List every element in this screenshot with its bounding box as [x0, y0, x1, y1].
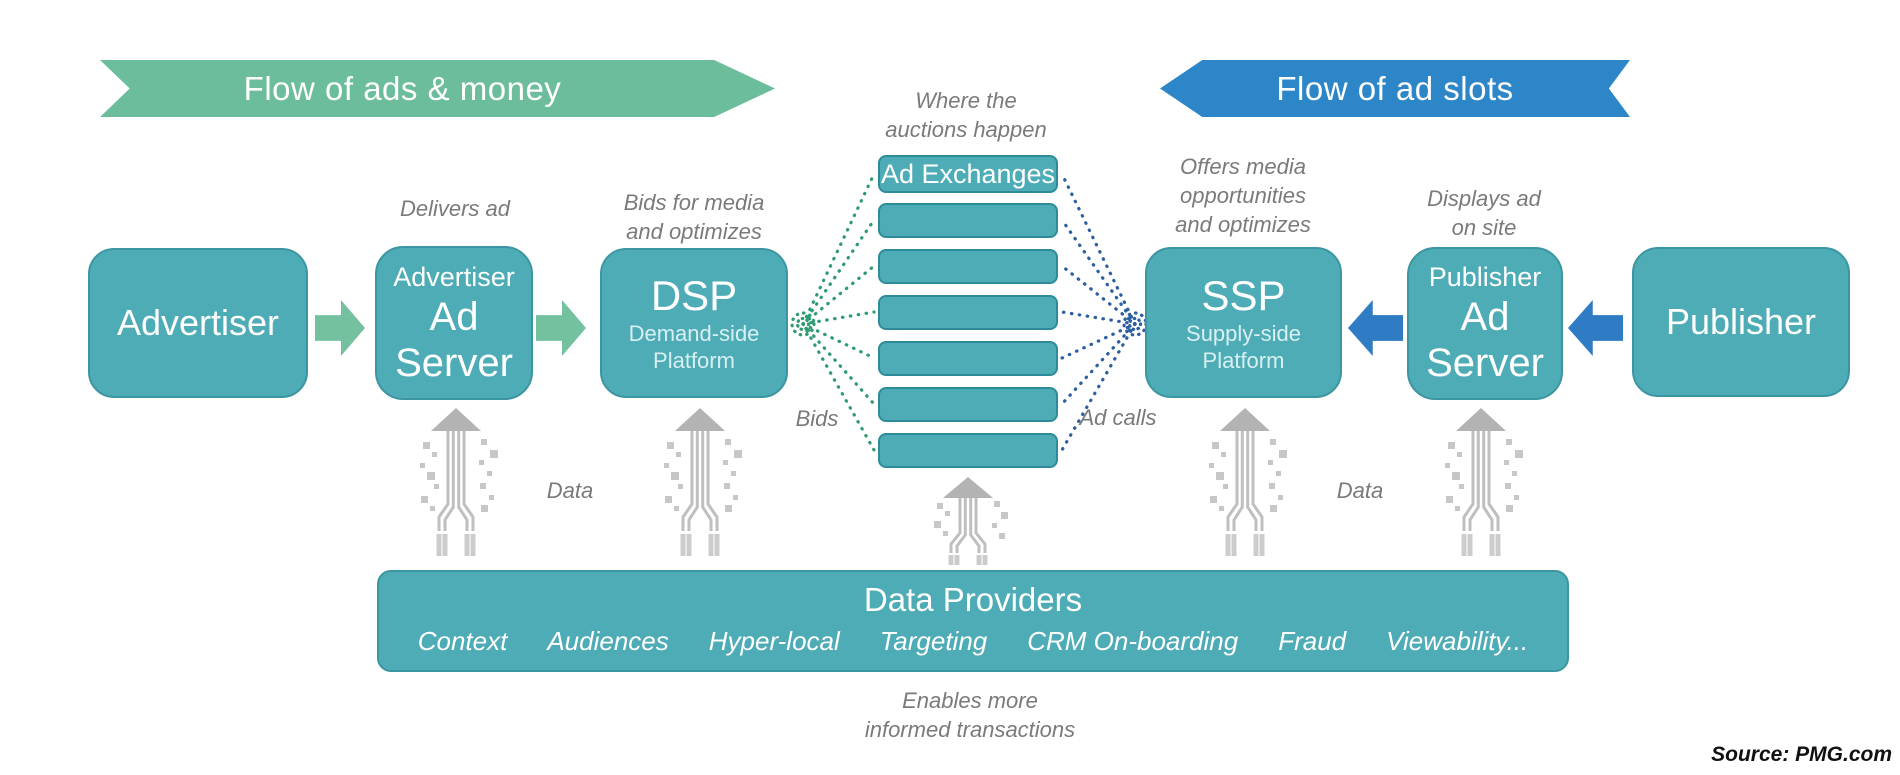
- exchange-row: [878, 433, 1058, 468]
- data-arrow-icon: [420, 408, 498, 556]
- exchange-row: [878, 249, 1058, 284]
- flow-of-ad-slots-label: Flow of ad slots: [1276, 69, 1514, 107]
- advertiser-label: Advertiser: [116, 302, 280, 343]
- dsp-title: DSP: [650, 272, 738, 319]
- enables-more-note: Enables more informed transactions: [864, 688, 1076, 742]
- where-auctions-happen-note: Where the auctions happen: [885, 88, 1047, 142]
- ad-exchanges-label: Ad Exchanges: [880, 158, 1056, 189]
- ssp-title: SSP: [1201, 271, 1286, 319]
- dsp-node: DSP Demand-side Platform: [600, 248, 788, 398]
- advertiser-node: Advertiser: [88, 248, 308, 398]
- bids-note: Bids: [795, 406, 839, 431]
- data-provider-item: Context: [417, 626, 508, 656]
- data-note-left: Data: [546, 478, 594, 503]
- data-providers-title: Data Providers: [863, 581, 1083, 618]
- data-provider-item: Fraud: [1278, 626, 1347, 656]
- data-arrow-icon: [1209, 408, 1287, 556]
- exchange-row: [878, 203, 1058, 238]
- data-providers-items: Context Audiences Hyper-local Targeting …: [418, 625, 1529, 657]
- data-note-right: Data: [1336, 478, 1384, 503]
- publisher-node: Publisher: [1632, 247, 1850, 397]
- offers-media-note: Offers media opportunities and optimizes: [1175, 154, 1311, 237]
- flow-arrow-left-icon: [1568, 300, 1623, 356]
- ssp-node: SSP Supply-side Platform: [1145, 247, 1342, 398]
- data-arrow-icon: [1445, 408, 1523, 556]
- exchange-row: [878, 295, 1058, 330]
- data-provider-item: Hyper-local: [708, 626, 840, 656]
- flow-arrow-right-icon: [315, 300, 365, 356]
- data-provider-item: Audiences: [547, 626, 669, 656]
- advertiser-ad-server-node: Advertiser Ad Server: [375, 246, 533, 400]
- bids-for-media-note: Bids for media and optimizes: [623, 190, 765, 244]
- data-provider-item: Viewability...: [1386, 626, 1529, 656]
- flow-of-ad-slots-banner: Flow of ad slots: [1160, 60, 1630, 117]
- flow-of-ads-money-banner: Flow of ads & money: [100, 60, 775, 117]
- data-providers-node: Data Providers Context Audiences Hyper-l…: [377, 570, 1569, 672]
- ad-exchanges-node: Ad Exchanges: [878, 155, 1058, 193]
- source-credit: Source: PMG.com: [1711, 743, 1892, 766]
- publisher-label: Publisher: [1665, 301, 1817, 342]
- exchange-row: [878, 387, 1058, 422]
- flow-of-ads-money-label: Flow of ads & money: [243, 69, 562, 107]
- exchange-row: [878, 341, 1058, 376]
- flow-arrow-left-icon: [1348, 300, 1403, 356]
- data-arrow-icon: [934, 477, 1008, 565]
- displays-ad-note: Displays ad on site: [1427, 186, 1541, 240]
- data-provider-item: Targeting: [879, 626, 988, 656]
- flow-arrow-right-icon: [536, 300, 586, 356]
- data-arrow-icon: [664, 408, 742, 556]
- data-provider-item: CRM On-boarding: [1027, 626, 1239, 656]
- publisher-ad-server-node: Publisher Ad Server: [1407, 247, 1563, 400]
- delivers-ad-note: Delivers ad: [399, 196, 511, 221]
- ad-calls-note: Ad calls: [1079, 405, 1157, 430]
